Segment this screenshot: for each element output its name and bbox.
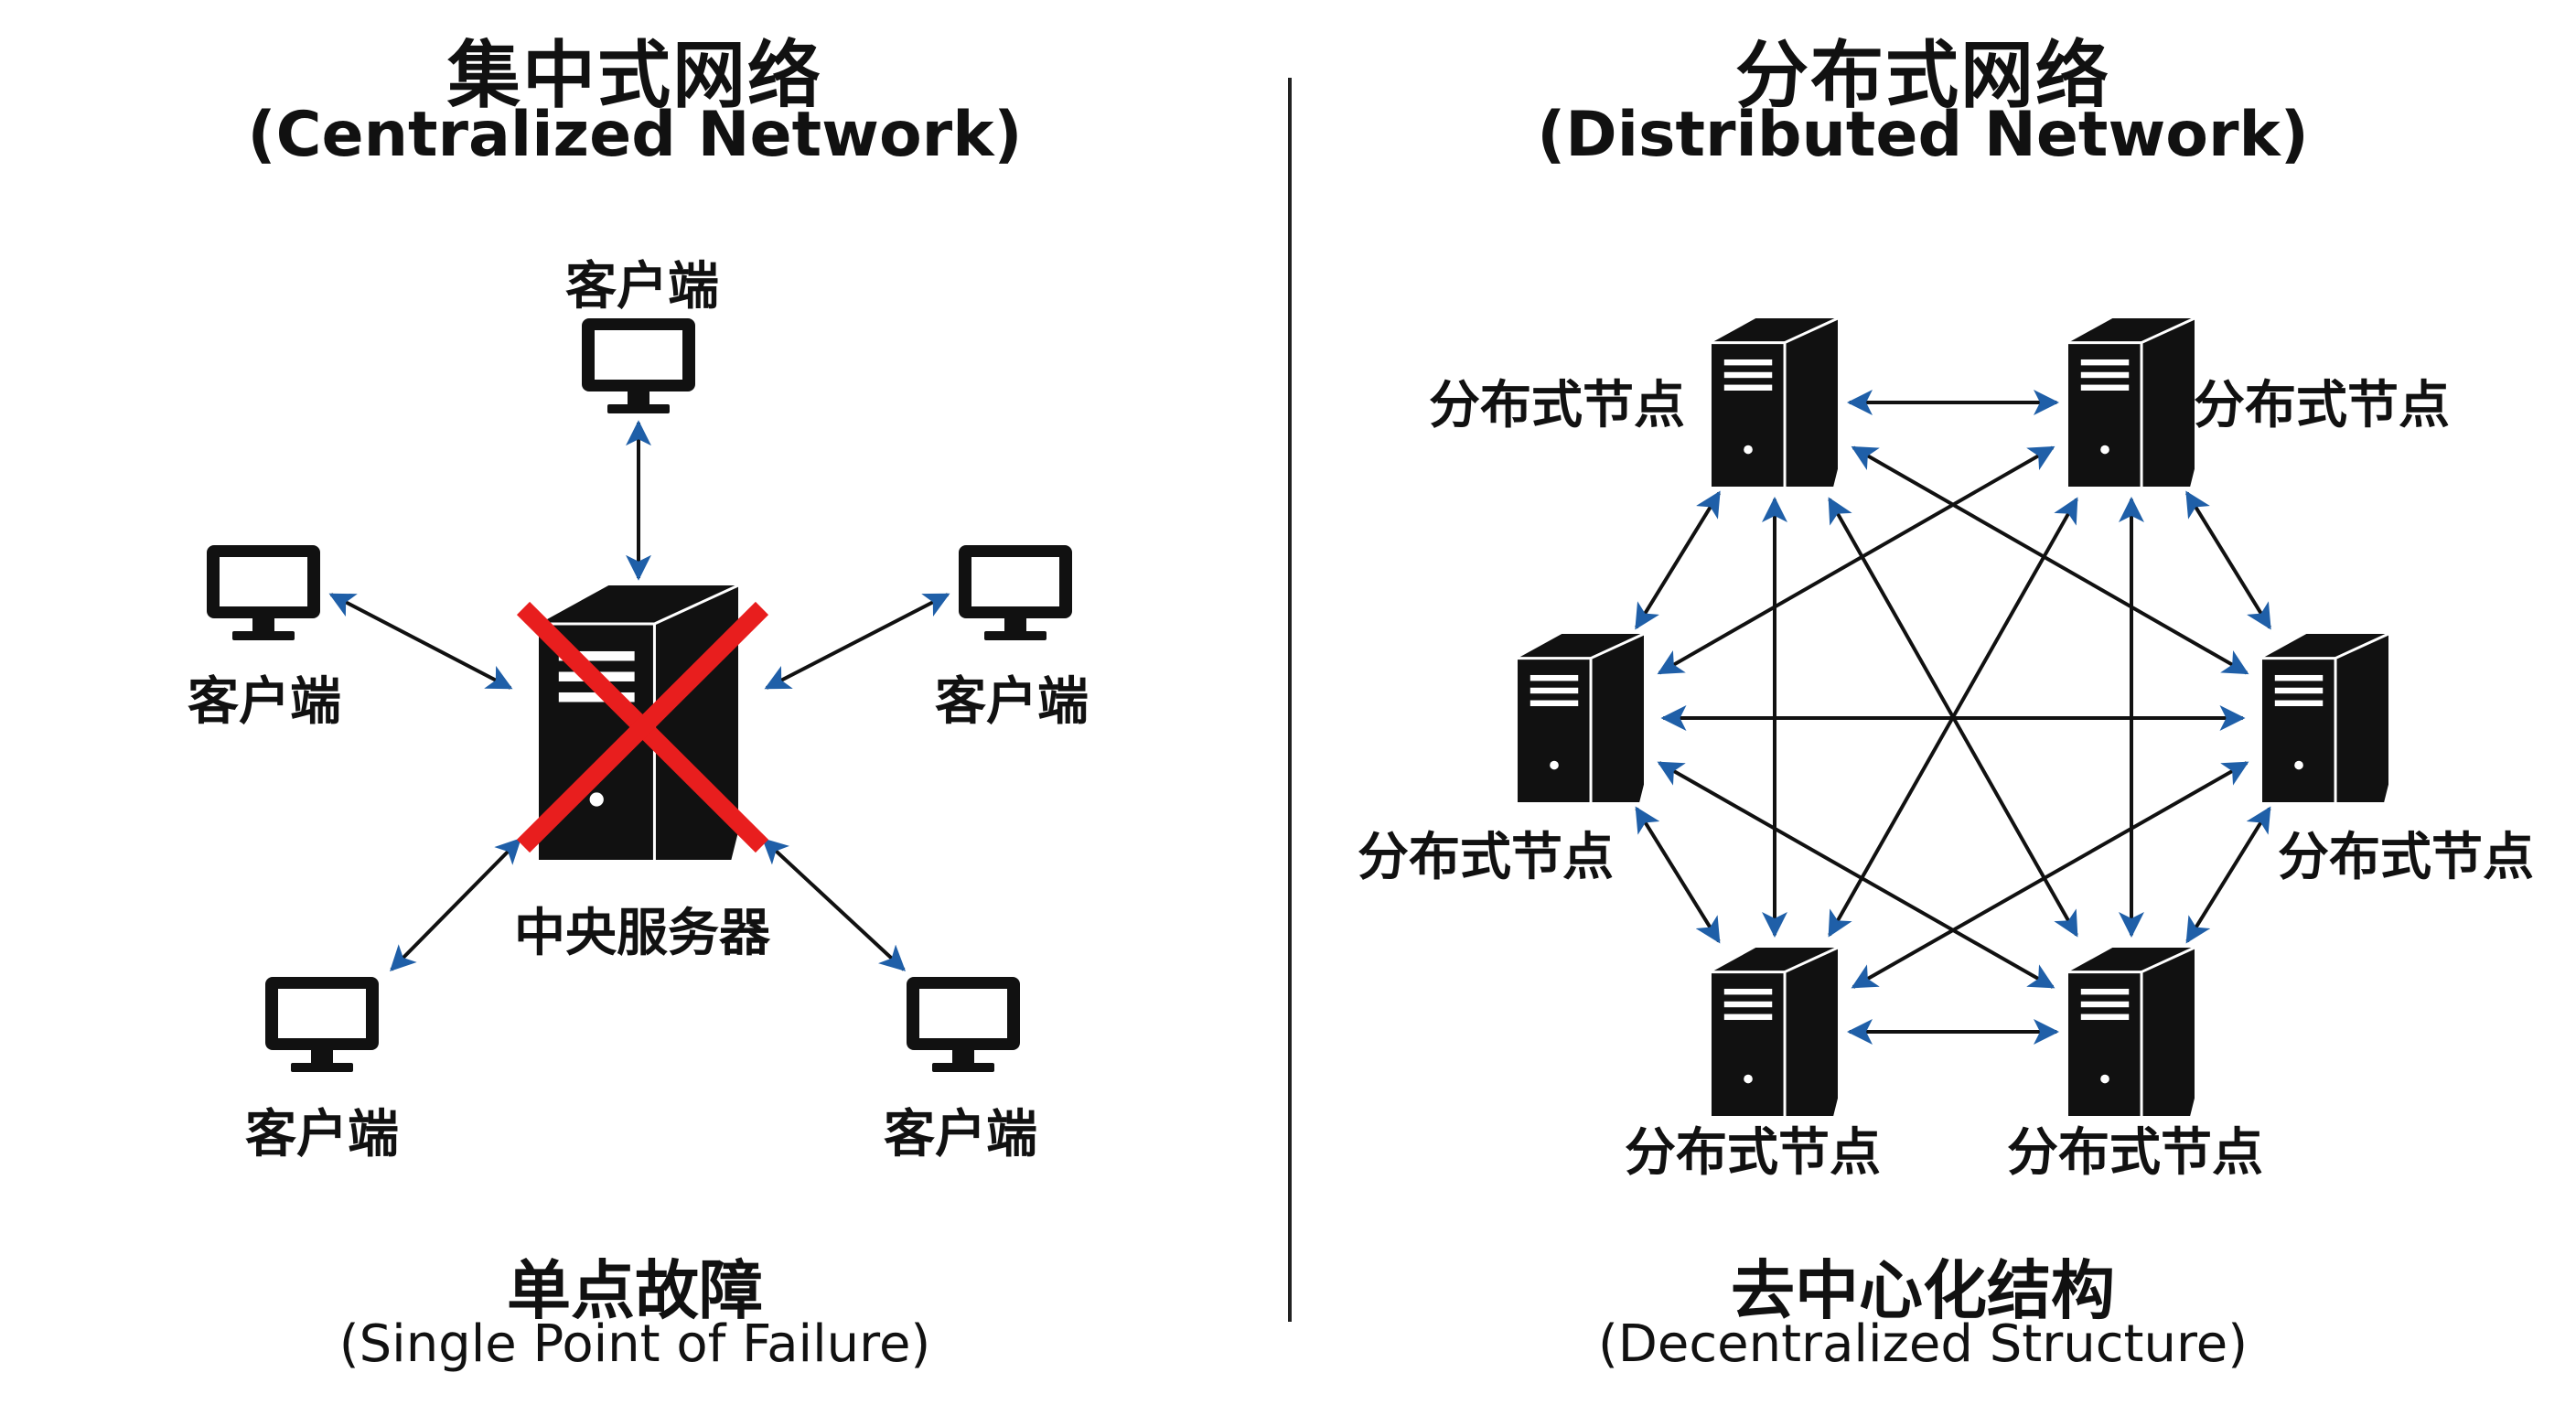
server-drive-bay — [558, 692, 635, 702]
node-top-right-icon — [2068, 316, 2195, 487]
server-drive-bay — [1530, 700, 1579, 707]
monitor-neck — [252, 618, 274, 633]
monitor-neck — [1004, 618, 1026, 633]
monitor-screen — [278, 989, 366, 1038]
server-edge — [1784, 316, 1839, 344]
monitor-neck — [952, 1050, 974, 1065]
centralized-footer-zh: 单点故障 — [507, 1253, 763, 1328]
monitor-base — [932, 1063, 994, 1072]
server-power-led — [2100, 445, 2109, 455]
monitor-base — [291, 1063, 353, 1072]
monitor-base — [607, 404, 670, 413]
monitor-screen — [595, 330, 682, 380]
client-monitor-left-icon — [207, 545, 320, 640]
server-drive-bay — [1723, 1001, 1773, 1008]
node-label-top-left: 分布式节点 — [1429, 376, 1685, 435]
server-drive-bay — [1723, 384, 1773, 391]
monitor-screen — [971, 557, 1059, 606]
client-monitor-top-icon — [582, 318, 695, 413]
server-edge — [2334, 632, 2389, 660]
client-label-bottom-right: 客户端 — [884, 1105, 1037, 1164]
server-drive-bay — [2080, 359, 2130, 366]
client-monitor-bottom-left-icon — [265, 977, 379, 1072]
monitor-base — [984, 631, 1046, 640]
server-drive-bay — [2274, 674, 2324, 681]
server-drive-bay — [2080, 988, 2130, 995]
central-server-label: 中央服务器 — [514, 904, 770, 963]
monitor-neck — [628, 391, 649, 406]
monitor-screen — [919, 989, 1007, 1038]
client-label-top: 客户端 — [565, 257, 719, 316]
client-monitor-right-icon — [959, 545, 1072, 640]
centralized-footer-en: (Single Point of Failure) — [338, 1314, 931, 1374]
distributed-footer-zh: 去中心化结构 — [1731, 1253, 2115, 1328]
server-power-led — [2100, 1074, 2109, 1084]
server-power-led — [1744, 445, 1753, 455]
server-edge — [653, 584, 739, 626]
mesh-connection-arrow — [2185, 490, 2271, 630]
server-power-led — [1550, 760, 1559, 770]
server-drive-bay — [2080, 384, 2130, 391]
mesh-connection-arrow — [2185, 806, 2271, 944]
client-label-left: 客户端 — [188, 672, 341, 732]
arrow-left-client-server — [328, 593, 513, 690]
panel-divider — [1288, 78, 1292, 1322]
centralized-network-panel: 集中式网络 (Centralized Network) 客户端 客户端 客户端 … — [188, 33, 1089, 1374]
client-monitor-bottom-right-icon — [907, 977, 1020, 1072]
server-drive-bay — [2274, 687, 2324, 694]
server-power-led — [2294, 760, 2303, 770]
node-label-bottom-right: 分布式节点 — [2007, 1123, 2263, 1183]
server-drive-bay — [2080, 371, 2130, 379]
node-label-right: 分布式节点 — [2278, 828, 2534, 887]
server-drive-bay — [558, 650, 635, 661]
server-drive-bay — [2080, 1001, 2130, 1008]
centralized-title-en: (Centralized Network) — [247, 99, 1023, 171]
failure-cross-icon — [516, 601, 769, 853]
server-edge — [2141, 946, 2195, 973]
server-edge — [1590, 632, 1645, 660]
node-label-top-right: 分布式节点 — [2194, 376, 2450, 435]
mesh-connection-arrow — [1635, 490, 1721, 630]
server-drive-bay — [2274, 700, 2324, 707]
centralized-title-zh: 集中式网络 — [447, 33, 822, 118]
mesh-connection-arrow — [1657, 761, 2055, 989]
server-power-led — [589, 792, 604, 807]
distributed-footer-en: (Decentralized Structure) — [1597, 1314, 2249, 1374]
distributed-title-en: (Distributed Network) — [1537, 99, 2309, 171]
client-label-bottom-left: 客户端 — [245, 1105, 399, 1164]
cross-stroke — [516, 601, 769, 853]
arrow-bottom-right-client-server — [761, 838, 907, 971]
arrow-bottom-left-client-server — [390, 838, 521, 971]
monitor-base — [232, 631, 295, 640]
node-bottom-left-icon — [1712, 946, 1839, 1116]
server-drive-bay — [1723, 371, 1773, 379]
monitor-neck — [311, 1050, 333, 1065]
server-drive-bay — [2080, 1014, 2130, 1021]
distributed-title-zh: 分布式网络 — [1735, 33, 2110, 118]
node-left-icon — [1518, 632, 1645, 802]
node-label-left: 分布式节点 — [1358, 828, 1614, 887]
server-edge — [2141, 316, 2195, 344]
node-top-left-icon — [1712, 316, 1839, 487]
server-drive-bay — [1530, 674, 1579, 681]
monitor-screen — [220, 557, 307, 606]
device-icons — [207, 316, 2389, 1116]
mesh-connection-arrow — [1851, 761, 2249, 989]
server-drive-bay — [1723, 1014, 1773, 1021]
node-right-icon — [2262, 632, 2389, 802]
node-bottom-right-icon — [2068, 946, 2195, 1116]
server-drive-bay — [1530, 687, 1579, 694]
server-edge — [1784, 946, 1839, 973]
server-power-led — [1744, 1074, 1753, 1084]
server-drive-bay — [1723, 359, 1773, 366]
arrow-right-client-server — [764, 593, 950, 690]
server-drive-bay — [1723, 988, 1773, 995]
node-label-bottom-left: 分布式节点 — [1625, 1123, 1881, 1183]
client-label-right: 客户端 — [935, 672, 1089, 732]
mesh-connection-arrow — [1635, 806, 1721, 944]
connection-lines — [328, 390, 2271, 1045]
distributed-network-panel: 分布式网络 (Distributed Network) 分布式节点 分布式节点 … — [1288, 0, 2576, 1405]
